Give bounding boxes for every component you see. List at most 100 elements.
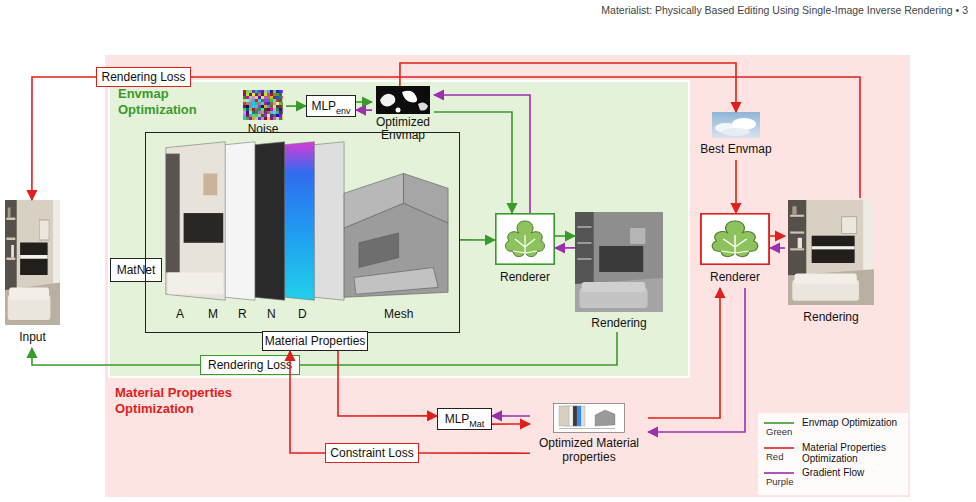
flow-arrow [770,235,785,237]
illustration-shape [577,242,591,244]
node-label: MatNet [117,263,156,277]
illustration-shape [8,208,11,218]
illustration-shape [258,117,261,120]
illustration-shape [354,268,438,295]
illustration-shape [249,105,252,108]
illustration-shape [255,108,258,111]
flow-arrow [300,332,617,365]
illustration-shape [273,102,276,105]
illustration-shape [582,282,646,292]
illustration-shape [5,200,60,325]
illustration-shape [261,114,264,117]
illustration-shape [276,108,279,111]
illustration-shape [11,245,14,258]
subscript: env [336,106,351,116]
illustration-shape [380,94,395,107]
illustration-shape [276,117,279,120]
box-label: MLPMat [445,412,485,426]
illustration-shape [273,105,276,108]
illustration-shape [279,93,282,96]
illustration-shape [249,114,252,117]
illustration-shape [267,117,270,120]
illustration-shape [418,102,428,110]
renderer-node: Renderer [495,213,555,288]
box-label: MLPenv [311,99,350,113]
illustration-shape [721,235,749,259]
illustration-shape [249,108,252,111]
illustration-shape [146,133,458,308]
node-label: R [238,307,247,321]
illustration-shape [258,96,261,99]
illustration-shape [264,108,267,111]
illustration-shape [575,212,663,312]
illustration-shape [812,236,855,263]
illustration-shape [258,105,261,108]
illustration-shape [790,232,804,234]
illustration-shape [792,206,796,214]
box-label: Material Properties [265,334,366,348]
illustration [553,403,625,433]
image-node: Optimized Material properties [530,403,648,469]
illustration [575,212,663,312]
flow-arrow [492,423,530,425]
loss-box: Rendering Loss [96,67,191,87]
illustration-shape [243,102,246,105]
illustration-shape [246,105,249,108]
legend-color-word: Red [766,451,783,462]
illustration-shape [790,248,804,250]
legend-text: Gradient Flow [802,467,902,478]
illustration-shape [243,108,246,111]
legend-text: Envmap Optimization [802,417,902,428]
illustration-shape [270,99,273,102]
material-stack: AMRNDMesh [145,132,460,333]
illustration-shape [267,96,270,99]
illustration-shape [270,96,273,99]
network-box: MatNet [110,258,162,282]
illustration-shape [788,200,806,276]
box-label: Rendering Loss [208,358,292,372]
illustration-shape [270,93,273,96]
illustration-shape [842,217,857,234]
illustration-shape [376,86,430,114]
illustration-shape [344,173,403,227]
illustration-shape [282,114,283,117]
node-label: A [176,307,184,321]
node-label: Best Envmap [696,142,776,156]
illustration-shape [267,90,270,93]
illustration-shape [261,99,264,102]
illustration-shape [279,90,282,93]
illustration-shape [788,200,874,305]
flow-arrow [434,112,512,213]
illustration-shape [5,283,60,326]
illustration-shape [264,90,267,93]
illustration-shape [255,117,258,120]
illustration-shape [249,96,252,99]
illustration-shape [276,93,279,96]
illustration [5,200,60,325]
flow-arrow [356,101,372,103]
illustration-shape [249,111,252,114]
illustration-shape [264,96,267,99]
legend-text: Material Properties Optimization [802,442,902,464]
flow-arrow [770,247,785,249]
illustration-shape [788,269,874,305]
illustration-shape [270,111,273,114]
illustration-shape [255,93,258,96]
illustration-shape [255,96,258,99]
illustration-shape [599,246,643,272]
illustration-shape [252,99,255,102]
illustration-shape [249,93,252,96]
flow-arrow [338,351,437,416]
illustration-shape [276,96,279,99]
illustration-shape [264,105,267,108]
illustration-shape [258,102,261,105]
illustration-shape [282,99,283,102]
illustration-shape [630,228,645,244]
illustration-shape [559,428,615,429]
illustration-shape [261,102,264,105]
illustration-shape [258,111,261,114]
node-label: Renderer [490,270,560,284]
illustration-shape [249,90,252,93]
illustration-shape [359,233,399,268]
illustration-shape [279,114,282,117]
